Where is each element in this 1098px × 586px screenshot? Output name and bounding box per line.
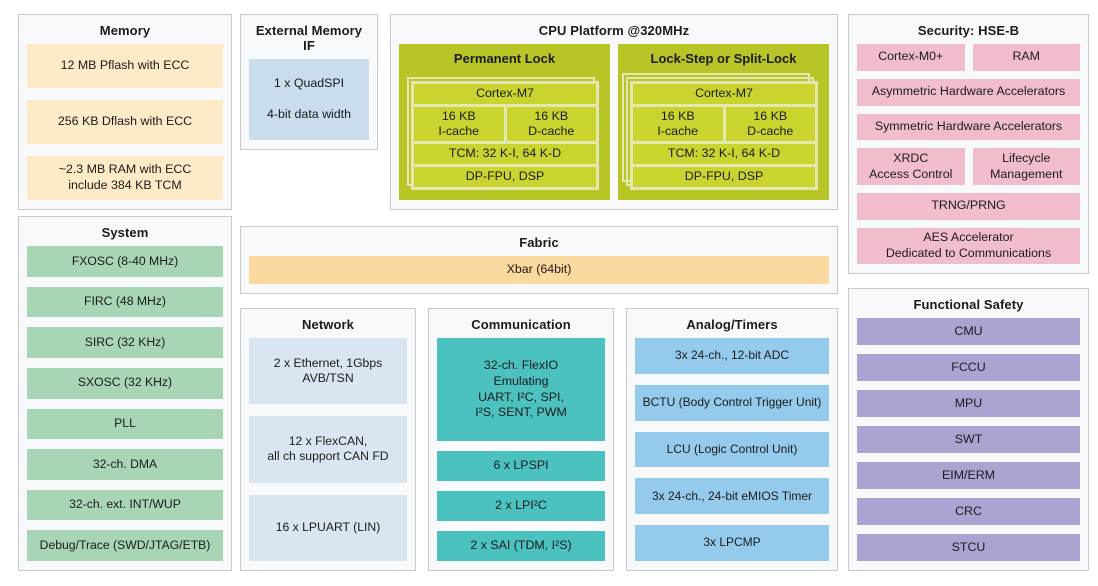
section-security-hse-b: Security: HSE-B Cortex-M0+ RAM Asymmetric … <box>848 14 1089 274</box>
analog-timers-block: 3x 24-ch., 24-bit eMIOS Timer <box>635 478 829 515</box>
cpu-core-stack: Cortex-M7 16 KB I-cache 16 KB D-cache TC… <box>407 77 599 190</box>
analog-timers-block: 3x LPCMP <box>635 525 829 561</box>
section-fabric: Fabric Xbar (64bit) <box>240 226 838 294</box>
section-functional-safety: Functional Safety CMU FCCU MPU SWT EIM/ERM CR… <box>848 288 1089 571</box>
system-block: 32-ch. DMA <box>27 449 223 480</box>
section-title-analog-timers: Analog/Timers <box>686 317 778 332</box>
section-title-memory: Memory <box>99 23 151 38</box>
security-block: Symmetric Hardware Accelerators <box>857 113 1080 141</box>
memory-block: 256 KB Dflash with ECC <box>27 100 223 144</box>
security-items: Cortex-M0+ RAM Asymmetric Hardware Acceler… <box>857 44 1080 264</box>
cpu-block-lock-step-or-split-lock: Lock-Step or Split-Lock Cortex-M7 16 KB … <box>618 44 829 200</box>
security-block: Cortex-M0+ <box>857 44 965 71</box>
security-block: XRDC Access Control <box>857 148 965 185</box>
cpu-core-card: Cortex-M7 16 KB I-cache 16 KB D-cache TC… <box>630 81 818 190</box>
xbar-block: Xbar (64bit) <box>249 256 829 284</box>
section-title-security: Security: HSE-B <box>917 23 1020 38</box>
system-block: SIRC (32 KHz) <box>27 327 223 358</box>
section-title-network: Network <box>302 317 354 332</box>
network-items: 2 x Ethernet, 1Gbps AVB/TSN 12 x FlexCAN,… <box>249 338 407 561</box>
section-communication: Communication 32-ch. FlexIO Emulating UA… <box>428 308 614 571</box>
section-title-external-memory-if: External Memory IF <box>255 23 363 53</box>
system-block: FXOSC (8-40 MHz) <box>27 246 223 277</box>
cpu-icache: 16 KB I-cache <box>414 107 504 141</box>
memory-block: ~2.3 MB RAM with ECC include 384 KB TCM <box>27 156 223 200</box>
security-block: Asymmetric Hardware Accelerators <box>857 78 1080 106</box>
system-block: Debug/Trace (SWD/JTAG/ETB) <box>27 530 223 561</box>
network-block: 2 x Ethernet, 1Gbps AVB/TSN <box>249 338 407 405</box>
system-block: SXOSC (32 KHz) <box>27 367 223 399</box>
functional-safety-block: CMU <box>857 318 1080 345</box>
section-system: System FXOSC (8-40 MHz) FIRC (48 MHz) SIRC… <box>18 216 232 571</box>
section-cpu-platform: CPU Platform @320MHz Permanent Lock Cort… <box>390 14 838 210</box>
security-block: RAM <box>972 44 1080 71</box>
analog-timers-items: 3x 24-ch., 12-bit ADC BCTU (Body Control … <box>635 338 829 561</box>
cpu-blocks: Permanent Lock Cortex-M7 16 KB I-cache 1… <box>399 44 829 200</box>
functional-safety-block: FCCU <box>857 354 1080 381</box>
functional-safety-items: CMU FCCU MPU SWT EIM/ERM CRC STCU <box>857 318 1080 561</box>
fabric-items: Xbar (64bit) <box>249 256 829 284</box>
cpu-fpu: DP-FPU, DSP <box>633 167 815 187</box>
section-title-cpu-platform: CPU Platform @320MHz <box>538 23 690 38</box>
section-analog-timers: Analog/Timers 3x 24-ch., 12-bit ADC BCTU … <box>626 308 838 571</box>
cpu-tcm: TCM: 32 K-I, 64 K-D <box>633 144 815 164</box>
section-memory: Memory 12 MB Pflash with ECC 256 KB Dflas… <box>18 14 232 210</box>
external-memory-block: 1 x QuadSPI 4-bit data width <box>249 59 369 140</box>
cpu-core-card: Cortex-M7 16 KB I-cache 16 KB D-cache TC… <box>411 81 599 190</box>
cpu-fpu: DP-FPU, DSP <box>414 167 596 187</box>
cpu-cache-row: 16 KB I-cache 16 KB D-cache <box>414 107 596 141</box>
section-external-memory-if: External Memory IF 1 x QuadSPI 4-bit dat… <box>240 14 378 150</box>
functional-safety-block: EIM/ERM <box>857 462 1080 489</box>
security-block: Lifecycle Management <box>972 148 1080 185</box>
external-memory-items: 1 x QuadSPI 4-bit data width <box>249 59 369 140</box>
system-block: 32-ch. ext. INT/WUP <box>27 489 223 521</box>
security-block: AES Accelerator Dedicated to Communicati… <box>857 227 1080 264</box>
cpu-dcache: 16 KB D-cache <box>506 107 596 141</box>
memory-block: 12 MB Pflash with ECC <box>27 44 223 88</box>
analog-timers-block: BCTU (Body Control Trigger Unit) <box>635 384 829 421</box>
functional-safety-block: MPU <box>857 390 1080 417</box>
communication-block: 6 x LPSPI <box>437 451 605 481</box>
functional-safety-block: CRC <box>857 498 1080 525</box>
communication-items: 32-ch. FlexIO Emulating UART, I²C, SPI, … <box>437 338 605 561</box>
cpu-block-title: Lock-Step or Split-Lock <box>650 51 797 66</box>
cpu-core-stack: Cortex-M7 16 KB I-cache 16 KB D-cache TC… <box>622 73 818 190</box>
cpu-core-label: Cortex-M7 <box>633 84 815 104</box>
memory-items: 12 MB Pflash with ECC 256 KB Dflash with … <box>27 44 223 200</box>
cpu-cache-row: 16 KB I-cache 16 KB D-cache <box>633 107 815 141</box>
analog-timers-block: 3x 24-ch., 12-bit ADC <box>635 338 829 374</box>
section-title-communication: Communication <box>471 317 571 332</box>
section-title-system: System <box>101 225 149 240</box>
system-block: PLL <box>27 408 223 440</box>
cpu-tcm: TCM: 32 K-I, 64 K-D <box>414 144 596 164</box>
network-block: 16 x LPUART (LIN) <box>249 494 407 561</box>
analog-timers-block: LCU (Logic Control Unit) <box>635 431 829 468</box>
cpu-block-permanent-lock: Permanent Lock Cortex-M7 16 KB I-cache 1… <box>399 44 610 200</box>
cpu-icache: 16 KB I-cache <box>633 107 723 141</box>
communication-block: 32-ch. FlexIO Emulating UART, I²C, SPI, … <box>437 338 605 441</box>
network-block: 12 x FlexCAN, all ch support CAN FD <box>249 416 407 483</box>
functional-safety-block: SWT <box>857 426 1080 453</box>
section-title-functional-safety: Functional Safety <box>913 297 1024 312</box>
system-items: FXOSC (8-40 MHz) FIRC (48 MHz) SIRC (32 KH… <box>27 246 223 561</box>
cpu-core-label: Cortex-M7 <box>414 84 596 104</box>
functional-safety-block: STCU <box>857 534 1080 561</box>
cpu-dcache: 16 KB D-cache <box>725 107 815 141</box>
security-block: TRNG/PRNG <box>857 192 1080 220</box>
cpu-block-title: Permanent Lock <box>453 51 556 66</box>
communication-block: 2 x LPI²C <box>437 491 605 521</box>
section-network: Network 2 x Ethernet, 1Gbps AVB/TSN 12 x … <box>240 308 416 571</box>
section-title-fabric: Fabric <box>519 235 559 250</box>
communication-block: 2 x SAI (TDM, I²S) <box>437 531 605 561</box>
system-block: FIRC (48 MHz) <box>27 286 223 318</box>
